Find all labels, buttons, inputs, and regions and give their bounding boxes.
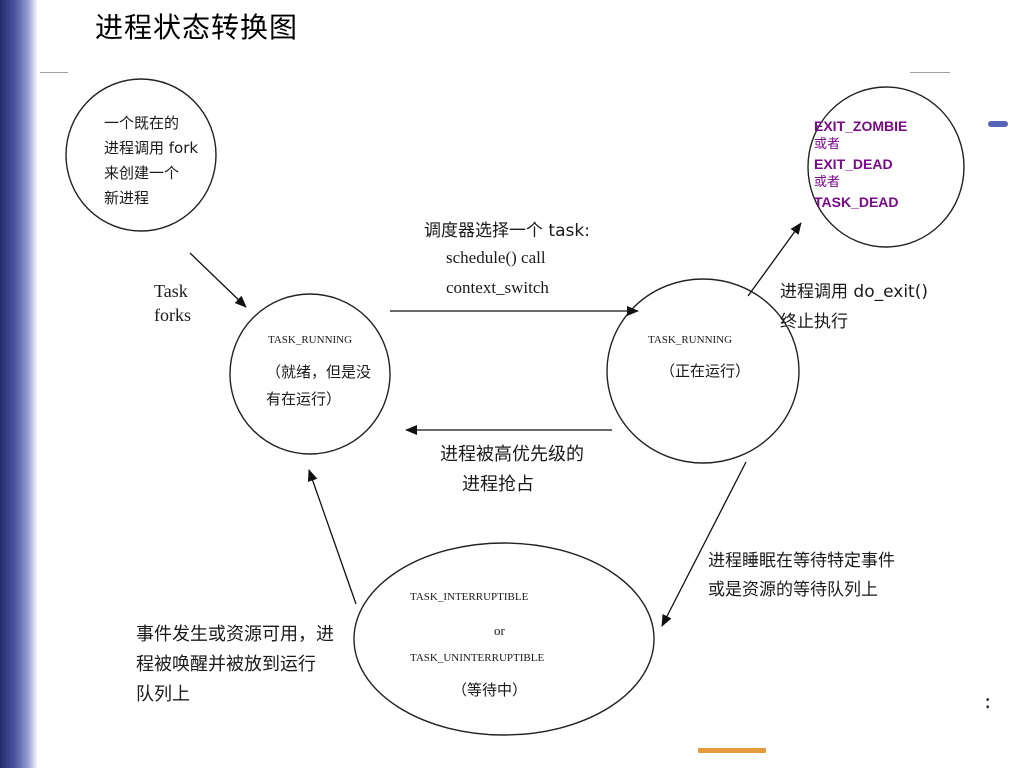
decorative-orange-bar — [698, 748, 766, 753]
zombie-label-line: 或者 — [814, 137, 841, 152]
ready-state-desc-line: （就绪，但是没 — [266, 363, 372, 381]
title-rule-left — [40, 72, 68, 73]
waiting-state-or: or — [494, 623, 505, 638]
zombie-label-line: EXIT_ZOMBIE — [814, 118, 908, 134]
arrow-exit — [747, 222, 802, 297]
exit-label-line: 终止执行 — [780, 312, 848, 332]
state-ready-circle — [229, 293, 391, 455]
state-zombie-circle — [807, 86, 965, 248]
running-state-desc: （正在运行） — [660, 362, 751, 380]
arrow-sleep — [661, 461, 747, 627]
wake-label-line: 程被唤醒并被放到运行 — [136, 654, 316, 675]
preempt-label-line: 进程抢占 — [462, 474, 534, 495]
ready-state-name: TASK_RUNNING — [268, 334, 353, 346]
title-rule-right — [910, 72, 950, 73]
state-waiting-circle — [353, 542, 655, 736]
zombie-label-line: EXIT_DEAD — [814, 156, 893, 172]
arrow-wake — [307, 469, 357, 605]
exit-label-line: 进程调用 do_exit() — [780, 282, 928, 302]
waiting-state-desc: （等待中） — [452, 681, 528, 699]
wake-label-line: 事件发生或资源可用，进 — [136, 624, 334, 645]
preempt-label-line: 进程被高优先级的 — [440, 444, 584, 465]
schedule-label-line: context_switch — [446, 278, 549, 297]
zombie-label-line: TASK_DEAD — [814, 194, 899, 210]
new-process-label-line: 一个既在的 — [104, 114, 180, 132]
schedule-label-line: 调度器选择一个 task: — [424, 221, 590, 241]
fork-label-line: Task — [154, 281, 188, 301]
waiting-state-name: TASK_UNINTERRUPTIBLE — [410, 652, 545, 664]
waiting-state-name: TASK_INTERRUPTIBLE — [410, 591, 529, 603]
state-running-circle — [606, 278, 800, 464]
state-new-process-circle — [65, 78, 217, 232]
new-process-label-line: 进程调用 fork — [104, 139, 199, 157]
sleep-label-line: 进程睡眠在等待特定事件 — [708, 551, 895, 571]
new-process-label-line: 来创建一个 — [104, 164, 180, 182]
wake-label-line: 队列上 — [136, 684, 190, 705]
schedule-label-line: schedule() call — [446, 248, 546, 267]
new-process-label-line: 新进程 — [104, 189, 150, 207]
page-title: 进程状态转换图 — [95, 11, 299, 44]
decorative-dash — [988, 121, 1008, 127]
slide-sidebar-band — [0, 0, 38, 768]
ready-state-desc-line: 有在运行） — [266, 390, 342, 408]
running-state-name: TASK_RUNNING — [648, 334, 733, 346]
sleep-label-line: 或是资源的等待队列上 — [708, 580, 878, 600]
zombie-label-line: 或者 — [814, 175, 841, 190]
arrow-fork — [189, 252, 247, 308]
decorative-mark: : — [984, 689, 992, 714]
fork-label-line: forks — [154, 305, 191, 325]
